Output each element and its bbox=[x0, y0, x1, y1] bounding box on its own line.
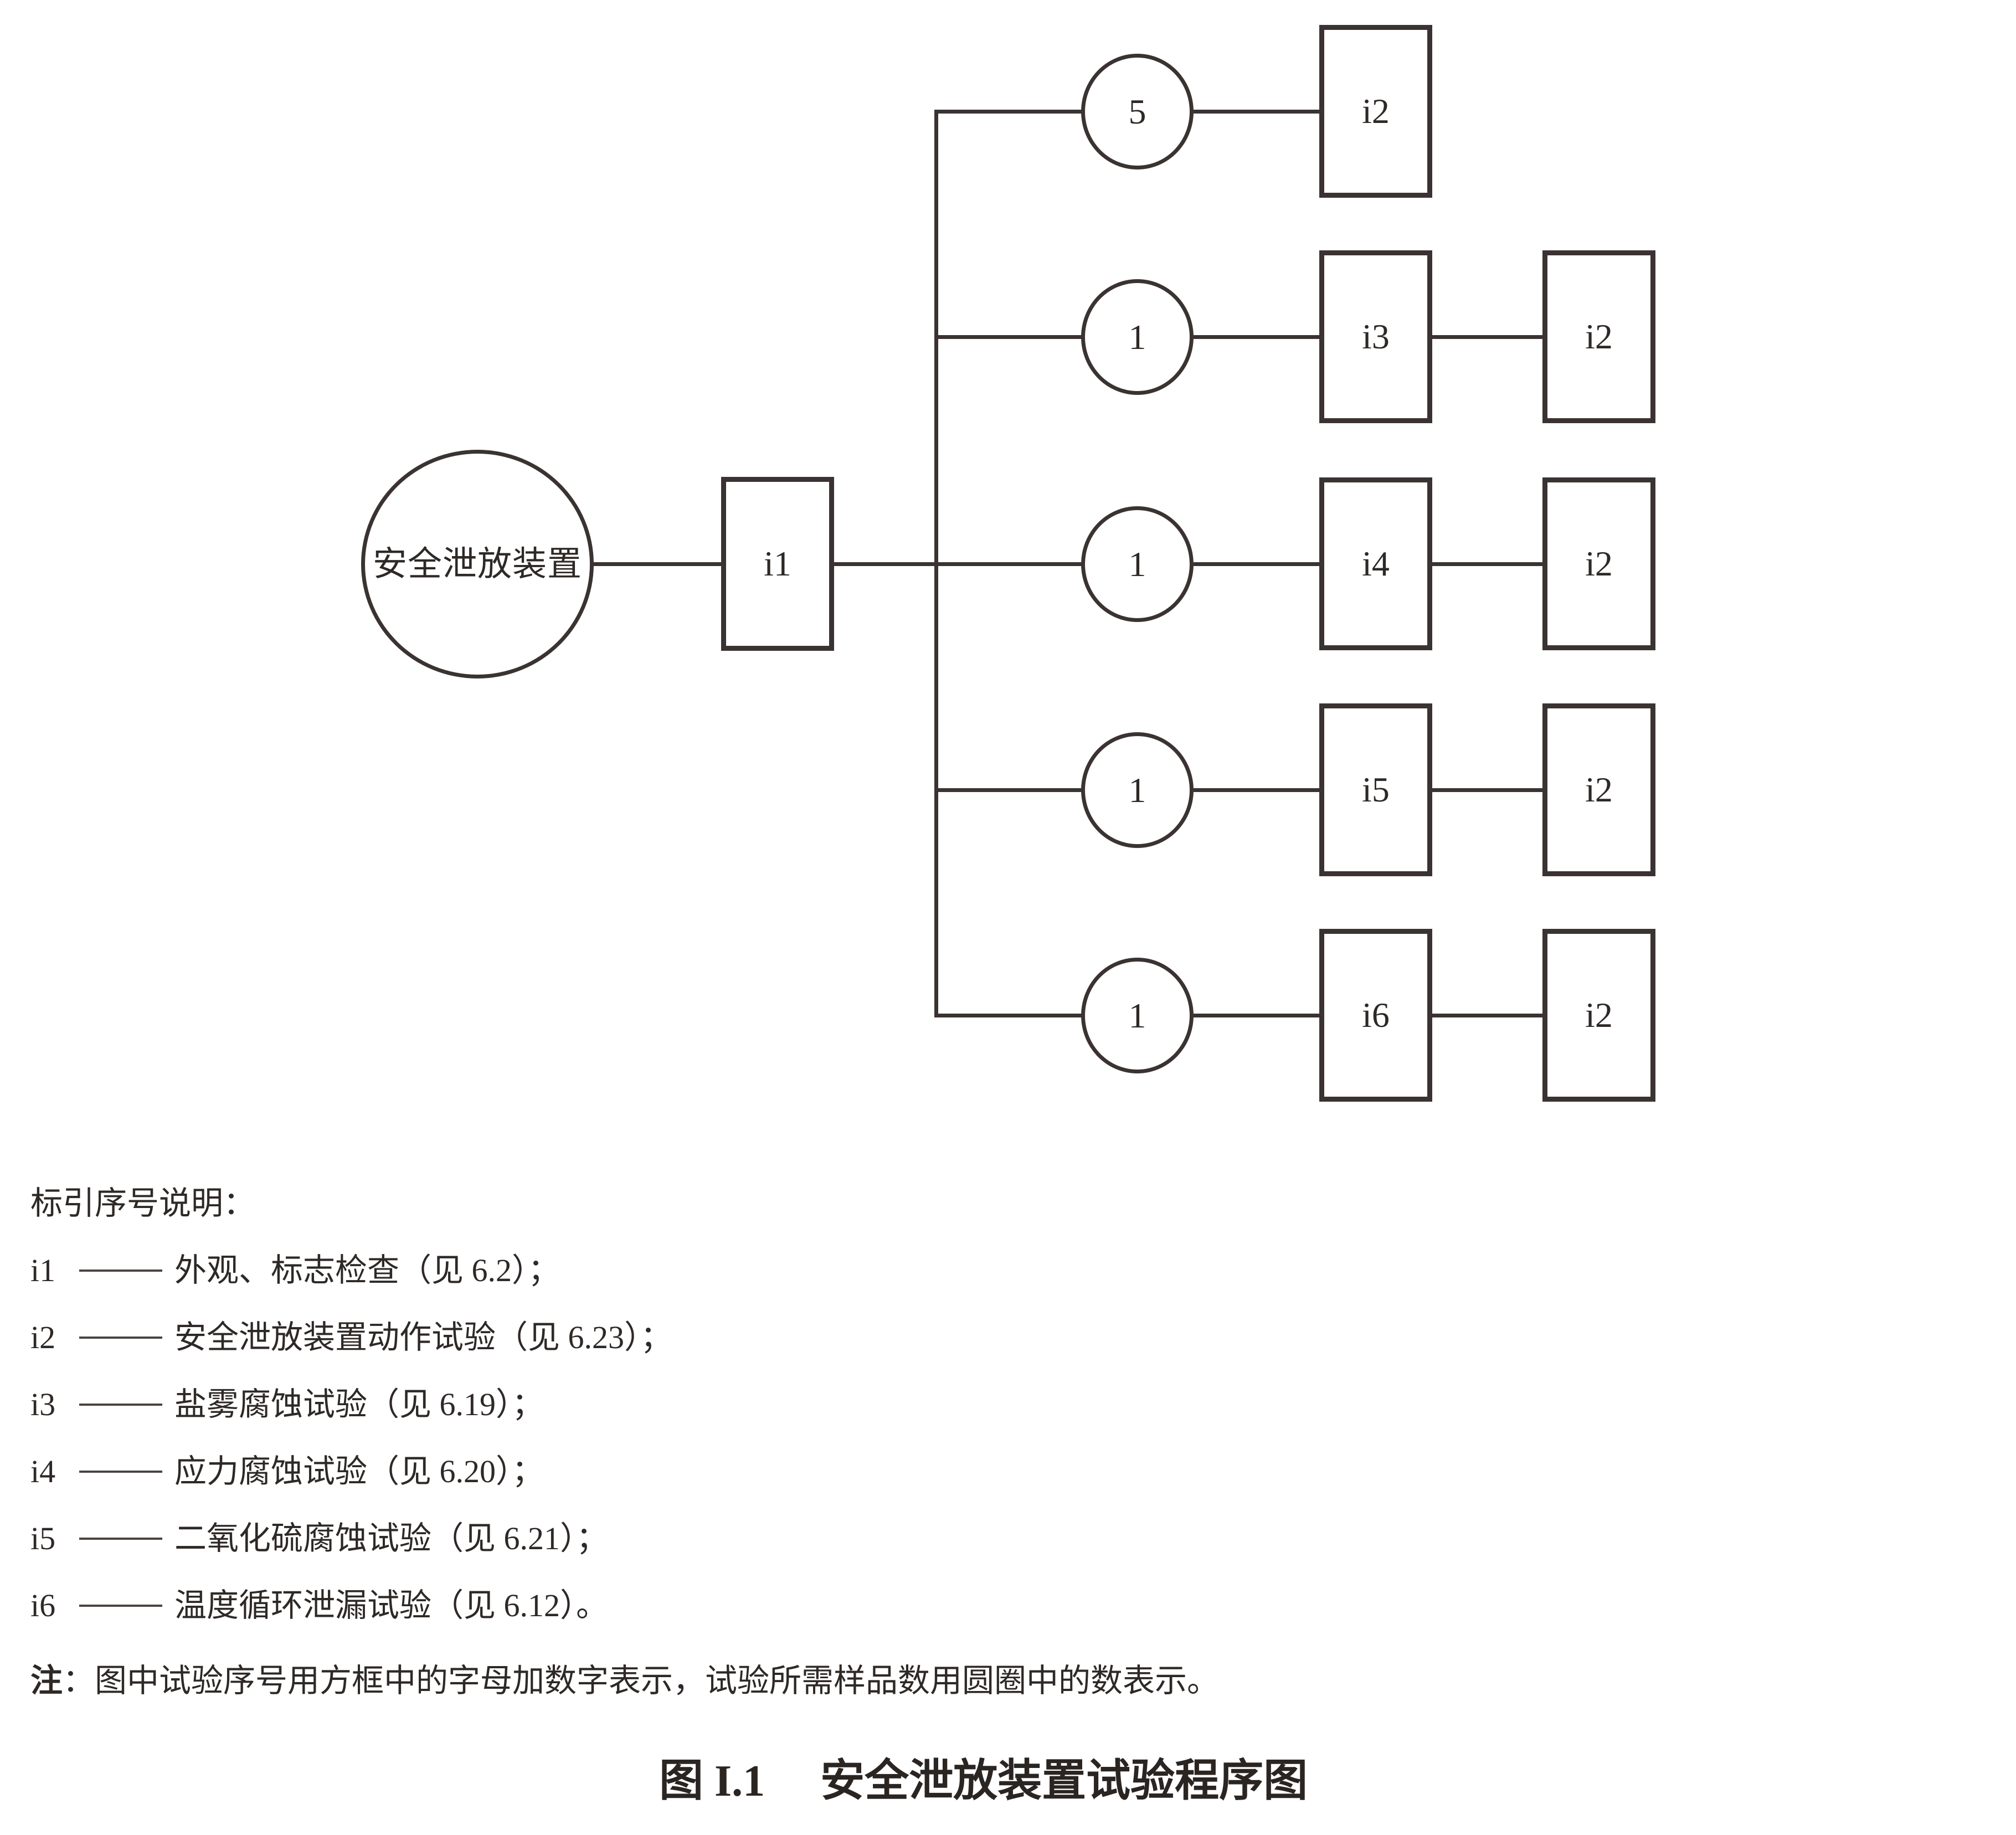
test-box: i6 bbox=[1319, 929, 1432, 1102]
connector-line bbox=[936, 335, 1083, 339]
test-box-label: i3 bbox=[1362, 317, 1390, 356]
sample-count-value: 1 bbox=[1128, 317, 1146, 357]
test-box-label: i2 bbox=[1585, 317, 1613, 356]
sample-count-value: 1 bbox=[1128, 770, 1146, 810]
test-box: i2 bbox=[1319, 25, 1432, 198]
sample-count-circle: 1 bbox=[1081, 506, 1194, 622]
sample-count-circle: 1 bbox=[1081, 279, 1194, 395]
note-label: 注 bbox=[30, 1663, 63, 1699]
test-box: i2 bbox=[1542, 703, 1655, 876]
node-source-label: 安全泄放装置 bbox=[372, 545, 582, 583]
legend-item-i6: i6 温度循环泄漏试验（见 6.12）。 bbox=[30, 1587, 608, 1624]
test-box-label: i2 bbox=[1585, 770, 1613, 809]
connector-line bbox=[1194, 562, 1319, 566]
legend-item-i1: i1 外观、标志检查（见 6.2）； bbox=[30, 1252, 560, 1289]
connector-line bbox=[834, 562, 1083, 566]
legend-item-id: i3 bbox=[30, 1386, 56, 1422]
legend-heading: 标引序号说明： bbox=[30, 1185, 256, 1221]
test-box: i2 bbox=[1542, 929, 1655, 1102]
legend-item-desc: 安全泄放装置动作试验（见 6.23）； bbox=[174, 1319, 673, 1355]
legend-dash bbox=[79, 1538, 162, 1540]
legend-item-id: i4 bbox=[30, 1453, 56, 1489]
test-box: i4 bbox=[1319, 477, 1432, 650]
connector-line bbox=[1194, 1014, 1319, 1017]
legend-item-i4: i4 应力腐蚀试验（见 6.20）； bbox=[30, 1453, 544, 1490]
sample-count-value: 1 bbox=[1128, 995, 1146, 1035]
connector-line bbox=[1432, 788, 1542, 792]
test-box: i5 bbox=[1319, 703, 1432, 876]
figure-title: 安全泄放装置试验程序图 bbox=[820, 1757, 1308, 1806]
connector-line bbox=[1432, 562, 1542, 566]
test-box-label: i4 bbox=[1362, 544, 1390, 583]
connector-line bbox=[1432, 1014, 1542, 1017]
connector-line bbox=[1194, 335, 1319, 339]
legend-dash bbox=[79, 1337, 162, 1339]
connector-line bbox=[593, 562, 721, 566]
legend-item-id: i2 bbox=[30, 1319, 56, 1355]
test-box-label: i2 bbox=[1585, 544, 1613, 583]
legend-dash bbox=[79, 1471, 162, 1473]
legend-item-desc: 温度循环泄漏试验（见 6.12）。 bbox=[174, 1587, 609, 1623]
legend-dash bbox=[79, 1269, 162, 1272]
note-text: 图中试验序号用方框中的字母加数字表示，试验所需样品数用圆圈中的数表示。 bbox=[95, 1663, 1220, 1699]
sample-count-circle: 1 bbox=[1081, 958, 1194, 1073]
legend-item-i3: i3 盐雾腐蚀试验（见 6.19）； bbox=[30, 1386, 544, 1423]
legend-item-desc: 盐雾腐蚀试验（见 6.19）； bbox=[174, 1386, 544, 1422]
sample-count-value: 5 bbox=[1128, 91, 1146, 131]
sample-count-value: 1 bbox=[1128, 544, 1146, 584]
note-colon: ： bbox=[63, 1663, 95, 1699]
connector-line bbox=[1194, 788, 1319, 792]
test-box-label: i2 bbox=[1585, 995, 1613, 1035]
test-box-label: i2 bbox=[1362, 91, 1390, 131]
test-box-label: i5 bbox=[1362, 770, 1390, 809]
node-i1-label: i1 bbox=[764, 544, 791, 583]
test-box-label: i6 bbox=[1362, 995, 1390, 1035]
legend-item-id: i5 bbox=[30, 1520, 56, 1556]
test-box: i2 bbox=[1542, 477, 1655, 650]
connector-line bbox=[936, 110, 1083, 114]
node-source-ellipse: 安全泄放装置 bbox=[361, 450, 594, 679]
figure-caption: 图 I.1 安全泄放装置试验程序图 bbox=[659, 1757, 1308, 1806]
test-box: i3 bbox=[1319, 250, 1432, 423]
legend-item-id: i1 bbox=[30, 1252, 56, 1288]
connector-line bbox=[936, 788, 1083, 792]
legend-item-i2: i2 安全泄放装置动作试验（见 6.23）； bbox=[30, 1319, 672, 1356]
sample-count-circle: 1 bbox=[1081, 732, 1194, 848]
legend-dash bbox=[79, 1404, 162, 1406]
legend-item-i5: i5 二氧化硫腐蚀试验（见 6.21）； bbox=[30, 1520, 608, 1557]
figure-number: 图 I.1 bbox=[659, 1757, 765, 1806]
legend-item-desc: 应力腐蚀试验（见 6.20）； bbox=[174, 1453, 544, 1489]
figure-note: 注：图中试验序号用方框中的字母加数字表示，试验所需样品数用圆圈中的数表示。 bbox=[30, 1663, 1219, 1699]
legend-item-desc: 二氧化硫腐蚀试验（见 6.21）； bbox=[174, 1520, 609, 1556]
connector-line bbox=[1432, 335, 1542, 339]
legend-item-id: i6 bbox=[30, 1587, 56, 1623]
node-i1-box: i1 bbox=[721, 477, 834, 651]
legend-item-desc: 外观、标志检查（见 6.2）； bbox=[174, 1252, 560, 1288]
sample-count-circle: 5 bbox=[1081, 54, 1194, 169]
connector-line bbox=[936, 1014, 1083, 1017]
legend-dash bbox=[79, 1605, 162, 1607]
test-box: i2 bbox=[1542, 250, 1655, 423]
connector-line bbox=[1194, 110, 1319, 114]
